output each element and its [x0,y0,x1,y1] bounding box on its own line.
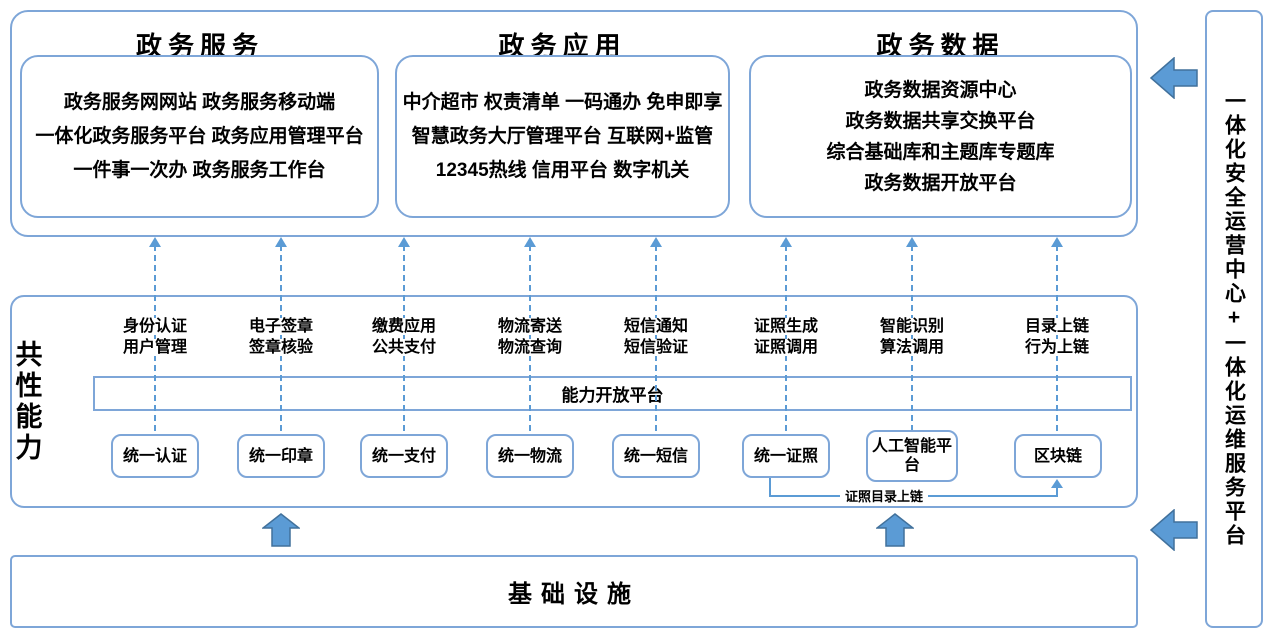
capability-label: 缴费应用公共支付 [349,316,459,358]
data-items-line: 政务数据资源中心 [864,79,1017,101]
capability-line1: 智能识别 [877,318,946,335]
data-items-line: 政务数据开放平台 [864,172,1017,194]
application-items-line: 智慧政务大厅管理平台 互联网+监管 [411,125,714,147]
unified-certificate-box: 统一证照 [742,434,830,478]
common-capabilities-container [10,295,1138,508]
up-arrow-icon [876,513,914,547]
capability-label: 智能识别算法调用 [857,316,967,358]
capability-line2: 算法调用 [877,339,946,356]
capability-open-platform-bar: 能力开放平台 [93,376,1132,411]
common-capabilities-label: 共性能力 [15,340,43,463]
dashed-up-arrowhead-icon [906,237,918,247]
unified-auth-box: 统一认证 [111,434,199,478]
capability-line1: 缴费应用 [369,318,438,335]
dashed-up-arrowhead-icon [780,237,792,247]
capability-label: 短信通知短信验证 [601,316,711,358]
blockchain-box: 区块链 [1014,434,1102,478]
dashed-up-arrowhead-icon [1051,237,1063,247]
dashed-up-arrowhead-icon [650,237,662,247]
capability-line1: 证照生成 [751,318,820,335]
service-items-line: 一件事一次办 政务服务工作台 [73,159,326,181]
chain-connector-line [1056,487,1058,497]
capability-line1: 物流寄送 [495,318,564,335]
ai-platform-box: 人工智能平台 [866,430,958,482]
infrastructure-box: 基础设施 [10,555,1138,628]
service-items-line: 政务服务网网站 政务服务移动端 [63,91,336,113]
capability-label: 证照生成证照调用 [731,316,841,358]
data-items-line: 政务数据共享交换平台 [845,110,1036,132]
capability-line2: 物流查询 [495,339,564,356]
government-applications-box: 中介超市 权责清单 一码通办 免申即享 智慧政务大厅管理平台 互联网+监管 12… [395,55,730,218]
left-arrow-icon [1150,57,1198,99]
government-services-box: 政务服务网网站 政务服务移动端 一体化政务服务平台 政务应用管理平台 一件事一次… [20,55,379,218]
security-operation-platform-label: 一体化安全运营中心+一体化运维服务平台 [1222,90,1246,548]
infrastructure-label: 基础设施 [508,581,640,608]
capability-label: 电子签章签章核验 [226,316,336,358]
capability-open-platform-label: 能力开放平台 [555,381,670,406]
capability-line2: 用户管理 [120,339,189,356]
up-arrow-icon [262,513,300,547]
capability-line2: 行为上链 [1022,339,1091,356]
capability-label: 物流寄送物流查询 [475,316,585,358]
dashed-up-arrowhead-icon [398,237,410,247]
application-items-line: 中介超市 权责清单 一码通办 免申即享 [402,91,723,113]
government-data-box: 政务数据资源中心 政务数据共享交换平台 综合基础库和主题库专题库 政务数据开放平… [749,55,1132,218]
dashed-up-arrowhead-icon [524,237,536,247]
dashed-up-arrowhead-icon [275,237,287,247]
chain-up-arrowhead-icon [1051,479,1063,488]
unified-sms-box: 统一短信 [612,434,700,478]
chain-link-label: 证照目录上链 [840,486,929,505]
capability-line2: 签章核验 [246,339,315,356]
right-side-platform-bar: 一体化安全运营中心+一体化运维服务平台 [1205,10,1263,628]
data-items-line: 综合基础库和主题库专题库 [826,141,1055,163]
application-items-line: 12345热线 信用平台 数字机关 [435,159,690,181]
capability-line2: 公共支付 [369,339,438,356]
capability-line2: 短信验证 [621,339,690,356]
service-items-line: 一体化政务服务平台 政务应用管理平台 [35,125,364,147]
capability-line2: 证照调用 [751,339,820,356]
capability-line1: 电子签章 [246,318,315,335]
capability-label: 目录上链行为上链 [1002,316,1112,358]
capability-line1: 短信通知 [621,318,690,335]
unified-payment-box: 统一支付 [360,434,448,478]
capability-line1: 身份认证 [120,318,189,335]
left-arrow-icon [1150,509,1198,551]
dashed-up-arrowhead-icon [149,237,161,247]
chain-connector-line [769,478,771,497]
capability-line1: 目录上链 [1022,318,1091,335]
top-layers-container: 政务服务 政务应用 政务数据 政务服务网网站 政务服务移动端 一体化政务服务平台… [10,10,1138,237]
unified-seal-box: 统一印章 [237,434,325,478]
capability-label: 身份认证用户管理 [100,316,210,358]
unified-logistics-box: 统一物流 [486,434,574,478]
